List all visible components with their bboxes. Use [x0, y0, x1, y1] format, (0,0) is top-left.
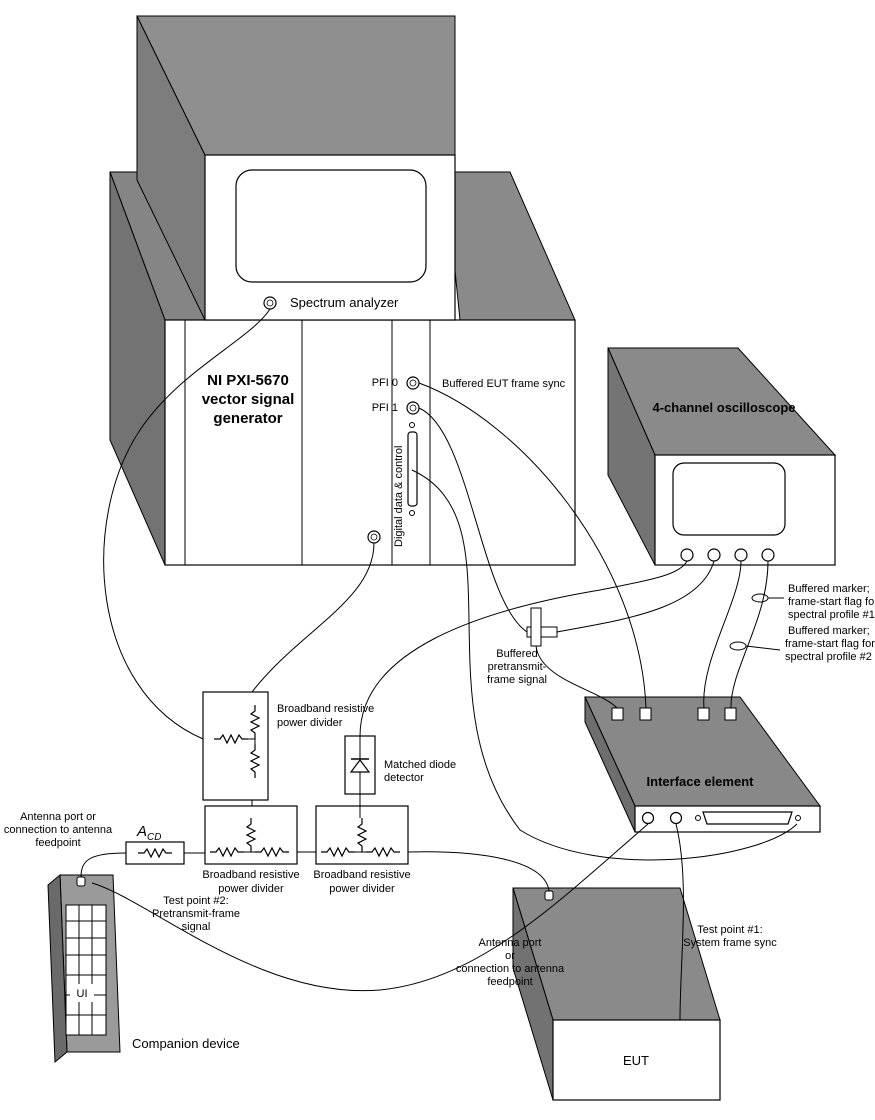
marker1-label-1: Buffered marker;: [788, 583, 870, 595]
diode-label-1: Matched diode: [384, 759, 456, 771]
marker1-label-2: frame-start flag for: [788, 596, 875, 608]
spectrum-analyzer-label: Spectrum analyzer: [290, 295, 399, 310]
power-divider-top: Broadband resistive power divider: [202, 691, 374, 801]
pretransmit-label-3: frame signal: [487, 674, 547, 686]
scope-ch2-connector: [707, 548, 721, 562]
antenna-left-label-1: Antenna port or: [20, 811, 96, 823]
pfi0-label: PFI 0: [372, 377, 398, 389]
divider-bl-label-2: power divider: [218, 883, 284, 895]
vsg-name-label: NI PXI-5670: [207, 372, 289, 389]
diode-detector: Matched diode detector: [344, 735, 456, 795]
tp2-label-2: Pretransmit-frame: [152, 908, 240, 920]
analyzer-screen: [235, 169, 427, 283]
pfi1-label: PFI 1: [372, 402, 398, 414]
t-connector: [526, 607, 558, 647]
tp2-label-1: Test point #2:: [163, 895, 228, 907]
eut-antenna-port: [544, 890, 554, 901]
cables: [80, 308, 798, 1021]
scope-ch1-connector: [680, 548, 694, 562]
antenna-right-label-2: or: [505, 950, 515, 962]
digital-data-label: Digital data & control: [393, 446, 405, 548]
eut: EUT: [512, 887, 721, 1101]
antenna-left-label-3: feedpoint: [35, 837, 80, 849]
vsg-desc-label-1: vector signal: [202, 391, 295, 408]
vsg-desc-label-2: generator: [213, 410, 282, 427]
interface-element: Interface element: [584, 696, 821, 833]
power-divider-bottom-right: Broadband resistive power divider: [313, 805, 411, 895]
acd-label: ACD: [136, 823, 161, 843]
marker1-label-3: spectral profile #1: [788, 609, 875, 621]
interface-element-label: Interface element: [647, 774, 755, 789]
pretransmit-label-2: pretransmit-: [488, 661, 547, 673]
scope-screen: [672, 462, 786, 536]
interface-connector-1: [641, 811, 655, 825]
tp2-label-3: signal: [182, 921, 211, 933]
power-divider-bottom-left: Broadband resistive power divider: [202, 805, 300, 895]
tp1-label-2: System frame sync: [683, 937, 777, 949]
antenna-right-label-1: Antenna port: [479, 937, 542, 949]
acd-attenuator: ACD: [125, 823, 185, 865]
antenna-right-label-4: feedpoint: [487, 976, 532, 988]
companion-antenna-port: [76, 876, 86, 887]
eut-label: EUT: [623, 1053, 649, 1068]
ui-label: UI: [77, 988, 88, 1000]
pfi0-connector: [406, 376, 420, 390]
companion-device-label: Companion device: [132, 1036, 240, 1051]
marker2-label-3: spectral profile #2: [785, 651, 872, 663]
pretransmit-label-1: Buffered: [496, 648, 537, 660]
oscilloscope-label: 4-channel oscilloscope: [652, 400, 795, 415]
divider-bl-label-1: Broadband resistive: [202, 869, 299, 881]
divider-br-label-1: Broadband resistive: [313, 869, 410, 881]
vsg-chassis: NI PXI-5670 vector signal generator PFI …: [109, 171, 576, 566]
tp1-label-1: Test point #1:: [697, 924, 762, 936]
divider-top-label-2: power divider: [277, 717, 343, 729]
scope-ch3-connector: [734, 548, 748, 562]
buffered-eut-sync-label: Buffered EUT frame sync: [442, 378, 566, 390]
spectrum-analyzer: Spectrum analyzer: [136, 15, 456, 321]
scope-ch4-connector: [761, 548, 775, 562]
marker2-label-1: Buffered marker;: [788, 625, 870, 637]
antenna-right-label-3: connection to antenna: [456, 963, 565, 975]
interface-d-connector: [702, 811, 793, 825]
interface-connector-2: [669, 811, 683, 825]
vsg-rf-out-connector: [367, 530, 381, 544]
marker2-label-2: frame-start flag for: [785, 638, 875, 650]
antenna-left-label-2: connection to antenna: [4, 824, 113, 836]
digital-connector: [407, 431, 418, 507]
analyzer-input-connector: [263, 296, 277, 310]
divider-top-label-1: Broadband resistive: [277, 703, 374, 715]
pfi1-connector: [406, 401, 420, 415]
companion-device: UI Companion device: [47, 873, 240, 1064]
oscilloscope: 4-channel oscilloscope: [607, 347, 837, 566]
diode-label-2: detector: [384, 772, 424, 784]
divider-br-label-2: power divider: [329, 883, 395, 895]
